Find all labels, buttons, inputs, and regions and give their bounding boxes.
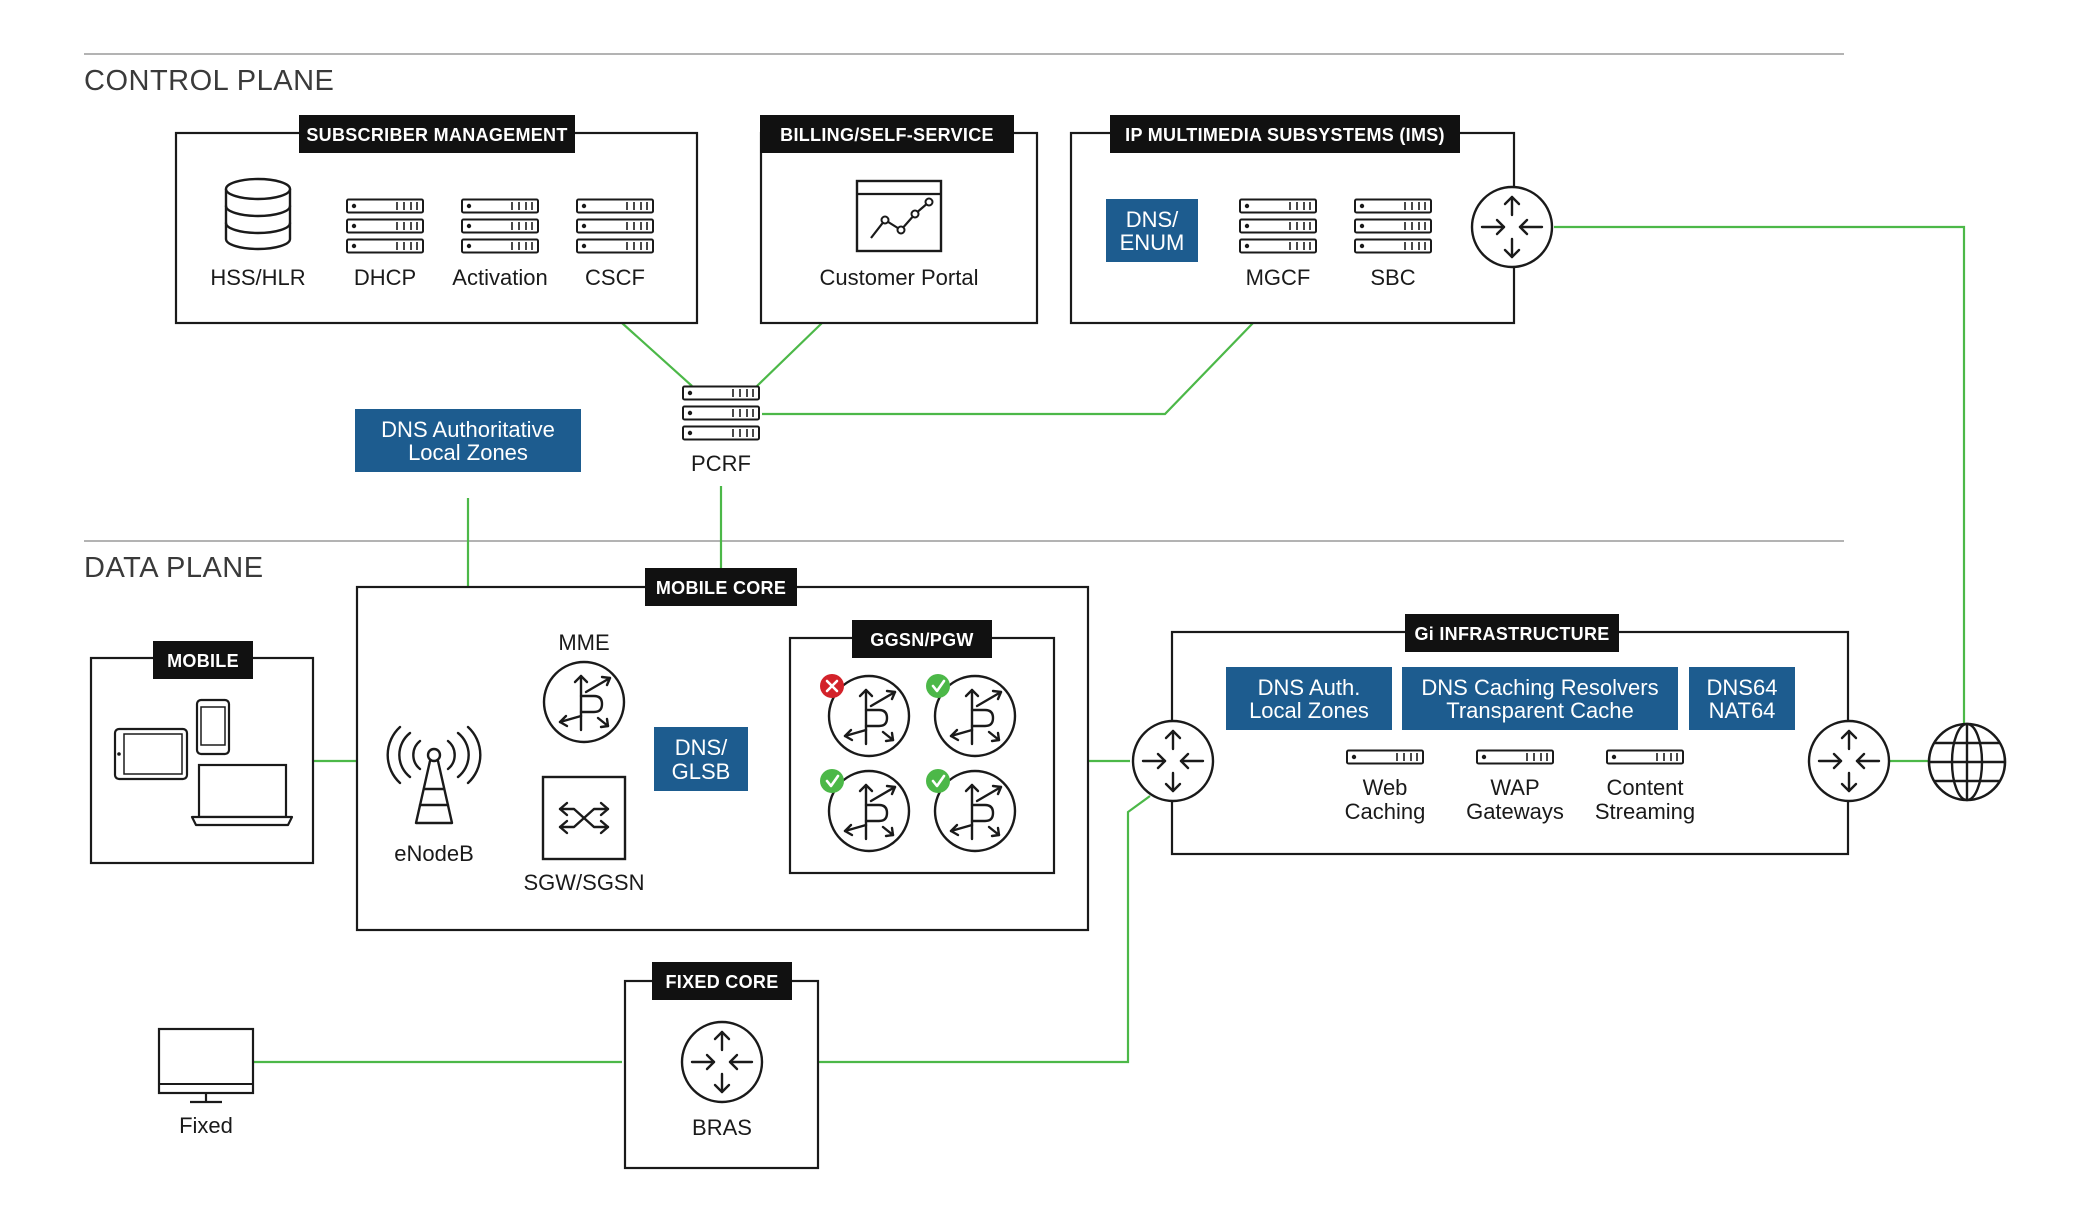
svg-text:NAT64: NAT64 [1709, 698, 1776, 723]
pcrf-server-icon [683, 387, 759, 440]
ims-router-icon [1470, 185, 1554, 269]
sbc-label: SBC [1370, 265, 1415, 290]
svg-text:DNS/: DNS/ [1126, 207, 1179, 232]
mobile-title: MOBILE [167, 651, 239, 671]
ims-title: IP MULTIMEDIA SUBSYSTEMS (IMS) [1125, 125, 1445, 145]
customer-portal-label: Customer Portal [820, 265, 979, 290]
svg-text:Local Zones: Local Zones [1249, 698, 1369, 723]
gi-edge-router-icon [1131, 719, 1215, 803]
phone-icon [195, 698, 231, 756]
dns-caching-box [1402, 667, 1678, 730]
mme-label: MME [558, 630, 609, 655]
dns-glsb-box [654, 727, 748, 791]
pcrf-label: PCRF [691, 451, 751, 476]
svg-text:DNS Authoritative: DNS Authoritative [381, 417, 555, 442]
cell-tower-icon [386, 725, 482, 825]
svg-text:WAP: WAP [1490, 775, 1539, 800]
wap-gateway-server-icon [1476, 749, 1554, 765]
gi-exit-router-icon [1807, 719, 1891, 803]
sbc-server-icon [1355, 200, 1431, 253]
dns-enum-box [1106, 199, 1198, 262]
svg-text:DNS Auth.: DNS Auth. [1258, 675, 1361, 700]
subscriber-management-title: SUBSCRIBER MANAGEMENT [306, 125, 567, 145]
svg-text:DNS/: DNS/ [675, 735, 728, 760]
status-fail-icon [820, 674, 844, 698]
desktop-monitor-icon [157, 1027, 255, 1104]
dhcp-label: DHCP [354, 265, 416, 290]
gi-infrastructure-title: Gi INFRASTRUCTURE [1414, 624, 1609, 644]
dns-auth-box [1226, 667, 1392, 730]
dns64-box [1689, 667, 1795, 730]
dhcp-server-icon [347, 200, 423, 253]
ggsn-pgw-group [788, 636, 1056, 875]
gi-infrastructure-group: Gi INFRASTRUCTURE DNS Auth. Local Zones … [1170, 614, 1850, 856]
ggsn-pgw-title: GGSN/PGW [870, 630, 973, 650]
billing-title: BILLING/SELF-SERVICE [780, 125, 994, 145]
activation-server-icon [462, 200, 538, 253]
mme-icon [542, 660, 626, 744]
mgcf-server-icon [1240, 200, 1316, 253]
ims-group: IP MULTIMEDIA SUBSYSTEMS (IMS) DNS/ ENUM… [1069, 115, 1516, 325]
svg-text:DNS64: DNS64 [1707, 675, 1778, 700]
svg-text:ENUM: ENUM [1120, 230, 1185, 255]
svg-text:DNS Caching Resolvers: DNS Caching Resolvers [1421, 675, 1658, 700]
status-ok-icon [926, 769, 950, 793]
mobile-core-group: MOBILE CORE eNodeB MME [355, 568, 1090, 932]
svg-text:Web: Web [1363, 775, 1408, 800]
tablet-icon [113, 727, 189, 781]
dns-authoritative-box [355, 409, 581, 472]
internet-globe-icon [1927, 722, 2007, 802]
bras-router-icon [680, 1020, 764, 1104]
svg-text:Transparent Cache: Transparent Cache [1446, 698, 1634, 723]
billing-group: BILLING/SELF-SERVICE Customer Portal [759, 115, 1039, 325]
status-ok-icon [926, 674, 950, 698]
fixed-core-title: FIXED CORE [665, 972, 778, 992]
svg-text:Content: Content [1606, 775, 1683, 800]
fixed-core-group: FIXED CORE BRAS [623, 962, 820, 1170]
laptop-icon [190, 763, 294, 827]
cscf-label: CSCF [585, 265, 645, 290]
bras-label: BRAS [692, 1115, 752, 1140]
web-caching-server-icon [1346, 749, 1424, 765]
svg-text:Local Zones: Local Zones [408, 440, 528, 465]
svg-text:Streaming: Streaming [1595, 799, 1695, 824]
portal-chart-icon [855, 179, 943, 253]
mgcf-label: MGCF [1246, 265, 1311, 290]
svg-text:Gateways: Gateways [1466, 799, 1564, 824]
cscf-server-icon [577, 200, 653, 253]
control-plane-label: CONTROL PLANE [84, 65, 334, 97]
svg-text:Caching: Caching [1345, 799, 1426, 824]
svg-text:GLSB: GLSB [672, 759, 731, 784]
subscriber-management-group: SUBSCRIBER MANAGEMENT HSS/HLR DHCP Activ… [174, 115, 699, 325]
mobile-group: MOBILE [89, 641, 315, 865]
status-ok-icon [820, 769, 844, 793]
hss-hlr-label: HSS/HLR [210, 265, 305, 290]
enodeb-label: eNodeB [394, 841, 474, 866]
fixed-label: Fixed [179, 1113, 233, 1138]
streaming-server-icon [1606, 749, 1684, 765]
sgw-sgsn-label: SGW/SGSN [523, 870, 644, 895]
activation-label: Activation [452, 265, 547, 290]
mobile-core-title: MOBILE CORE [656, 578, 786, 598]
database-icon [224, 177, 292, 251]
data-plane-label: DATA PLANE [84, 552, 264, 584]
sgw-switch-icon [541, 775, 627, 861]
